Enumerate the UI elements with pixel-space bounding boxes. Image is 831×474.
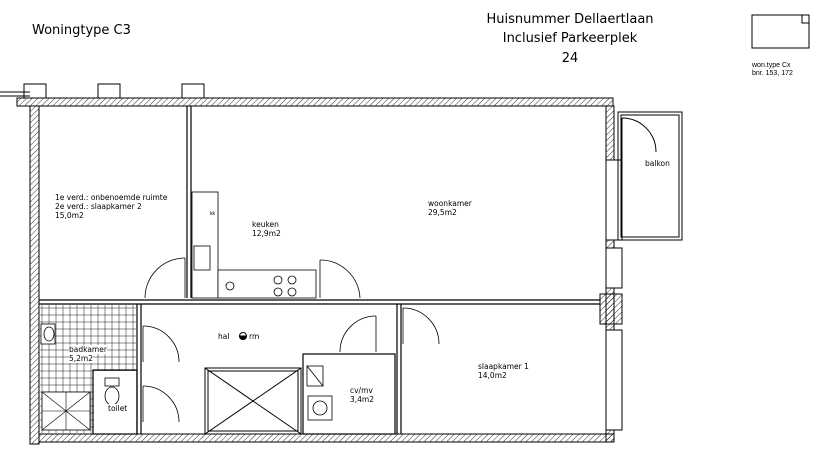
shaft — [204, 367, 302, 435]
balcony-label: balkon — [645, 159, 670, 168]
toilet-label: toilet — [108, 404, 128, 413]
bedroom-area: 14,0m2 — [478, 371, 507, 380]
living-room-label: woonkamer — [428, 199, 472, 208]
kk-label: kk — [210, 211, 215, 217]
right-windows — [599, 159, 623, 431]
rm-label: rm — [249, 332, 260, 341]
cv-label: cv/mv — [350, 386, 373, 395]
smoke-detector — [238, 332, 248, 340]
doors — [95, 257, 440, 423]
header-line-1: Huisnummer Dellaertlaan — [486, 12, 654, 27]
drawing-title: Woningtype C3 — [32, 23, 131, 38]
kitchen-label: keuken — [252, 220, 279, 229]
verd-area: 15,0m2 — [55, 211, 84, 220]
header-line-2: Inclusief Parkeerplek — [502, 31, 638, 46]
living-room-area: 29,5m2 — [428, 208, 457, 217]
header-line-3: 24 — [561, 51, 579, 66]
bathroom-label: badkamer — [69, 345, 107, 354]
kitchen-counter — [191, 191, 317, 299]
stair-lines — [41, 391, 91, 431]
verd-label-1: 1e verd.: onbenoemde ruimte — [55, 193, 168, 202]
cv-unit — [306, 365, 333, 421]
kitchen-area: 12,9m2 — [252, 229, 281, 238]
washbasin — [40, 323, 56, 345]
bathroom-area: 5,2m2 — [69, 354, 94, 363]
toilet-room-fill — [94, 371, 136, 433]
cv-area: 3,4m2 — [350, 395, 375, 404]
bedroom-label: slaapkamer 1 — [478, 362, 529, 371]
verd-label-2: 2e verd.: slaapkamer 2 — [55, 202, 142, 211]
keyplan-box — [751, 14, 810, 49]
balcony — [617, 111, 683, 241]
keyplan-line-1: won.type Cx — [752, 62, 791, 69]
keyplan-line-2: bnr. 153, 172 — [752, 70, 793, 77]
hall-label: hal — [218, 332, 230, 341]
